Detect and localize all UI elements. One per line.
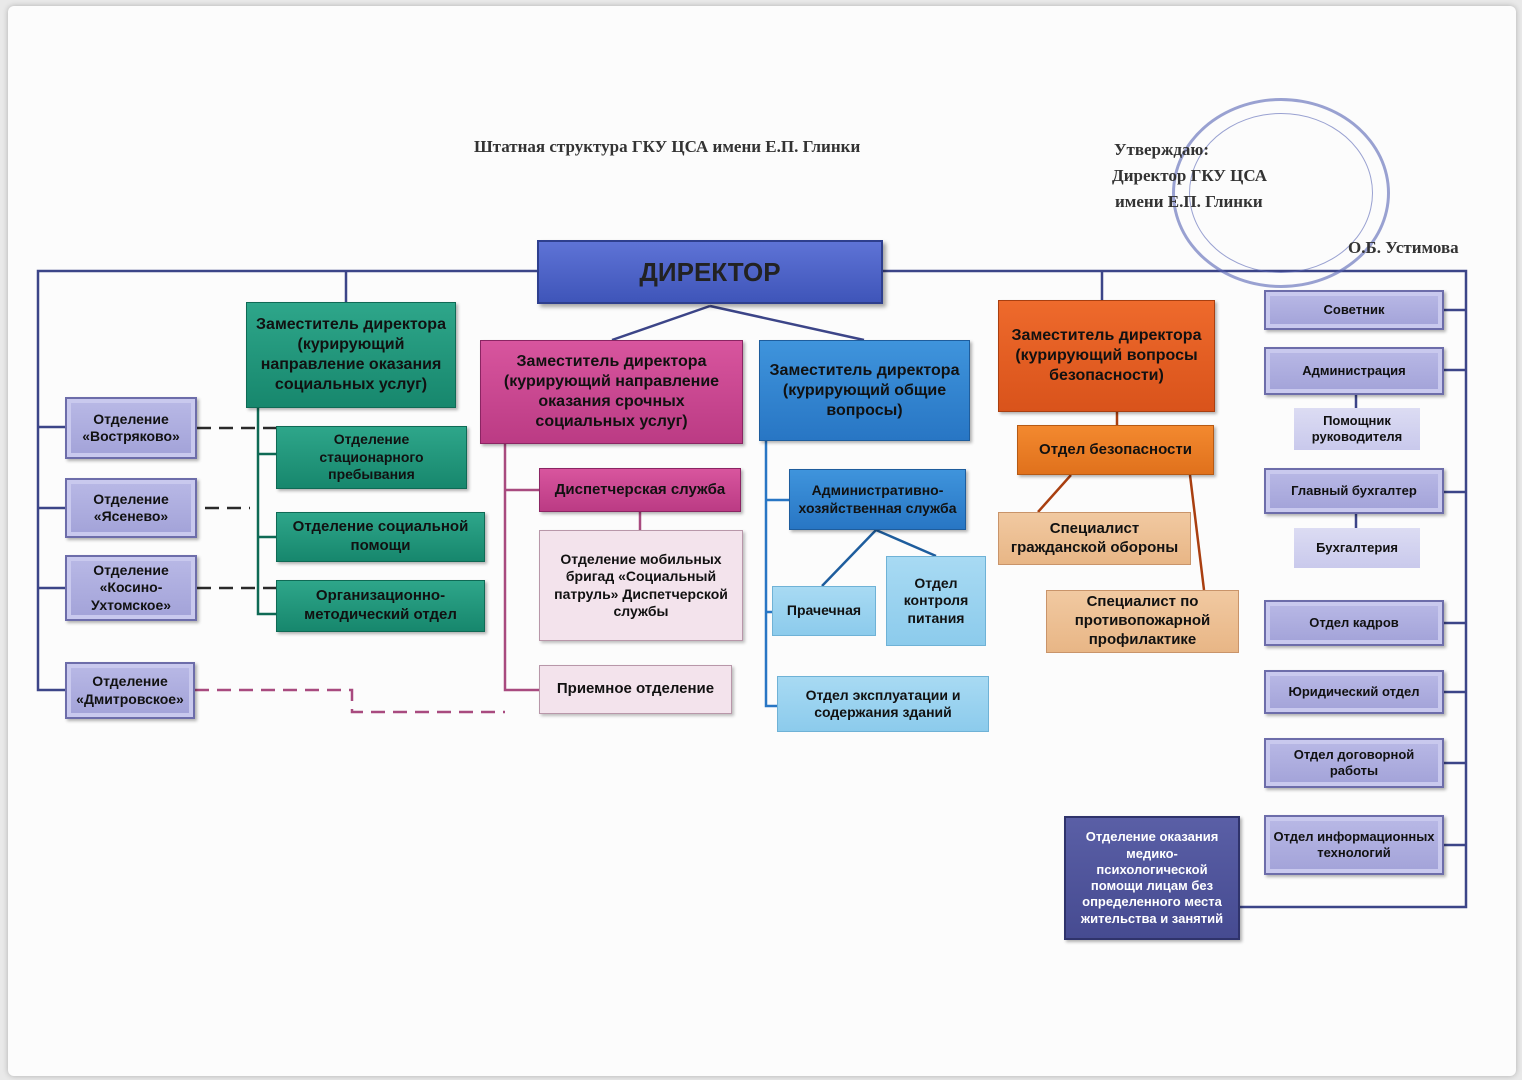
unit-fire-prevention: Специалист по противопожарной профилакти… xyxy=(1046,590,1239,653)
deputy-general-affairs: Заместитель директора (курирующий общие … xyxy=(759,340,970,441)
unit-reception: Приемное отделение xyxy=(539,665,732,714)
unit-admin-service: Административно-хозяйственная служба xyxy=(789,469,966,530)
approval-line-1: Утверждаю: xyxy=(1114,140,1210,159)
staff-assistant: Помощник руководителя xyxy=(1294,408,1420,450)
director-box: ДИРЕКТОР xyxy=(537,240,883,304)
staff-hr: Отдел кадров xyxy=(1264,600,1444,646)
deputy-security: Заместитель директора (курирующий вопрос… xyxy=(998,300,1215,412)
staff-it: Отдел информационных технологий xyxy=(1264,815,1444,875)
staff-accounting: Бухгалтерия xyxy=(1294,528,1420,568)
unit-org-method: Организационно-методический отдел xyxy=(276,580,485,632)
unit-civil-defense: Специалист гражданской обороны xyxy=(998,512,1191,565)
staff-legal: Юридический отдел xyxy=(1264,670,1444,714)
unit-homeless-aid: Отделение оказания медико-психологическо… xyxy=(1064,816,1240,940)
approval-line-3: имени Е.П. Глинки xyxy=(1115,192,1263,211)
unit-buildings-maintenance: Отдел эксплуатации и содержания зданий xyxy=(777,676,989,732)
unit-stationary-stay: Отделение стационарного пребывания xyxy=(276,426,467,489)
unit-security-dept: Отдел безопасности xyxy=(1017,425,1214,475)
unit-food-control: Отдел контроля питания xyxy=(886,556,986,646)
deputy-urgent-services: Заместитель директора (курирующий направ… xyxy=(480,340,743,444)
branch-kosino-ukhtomskoe: Отделение «Косино-Ухтомское» xyxy=(65,555,197,621)
staff-chief-accountant: Главный бухгалтер xyxy=(1264,468,1444,514)
approval-line-2: Директор ГКУ ЦСА xyxy=(1112,166,1268,185)
branch-vostryakovo: Отделение «Востряково» xyxy=(65,397,197,459)
staff-contracts: Отдел договорной работы xyxy=(1264,738,1444,788)
staff-advisor: Советник xyxy=(1264,290,1444,330)
deputy-social-services: Заместитель директора (курирующий направ… xyxy=(246,302,456,408)
unit-social-help: Отделение социальной помощи xyxy=(276,512,485,562)
unit-dispatch: Диспетчерская служба xyxy=(539,468,741,512)
official-seal xyxy=(1172,98,1390,288)
approval-signer: О.Б. Устимова xyxy=(1348,238,1459,257)
unit-mobile-patrol: Отделение мобильных бригад «Социальный п… xyxy=(539,530,743,641)
staff-administration: Администрация xyxy=(1264,347,1444,395)
unit-laundry: Прачечная xyxy=(772,586,876,636)
branch-yasenevo: Отделение «Ясенево» xyxy=(65,478,197,538)
chart-title: Штатная структура ГКУ ЦСА имени Е.П. Гли… xyxy=(474,137,861,156)
branch-dmitrovskoe: Отделение «Дмитровское» xyxy=(65,662,195,719)
